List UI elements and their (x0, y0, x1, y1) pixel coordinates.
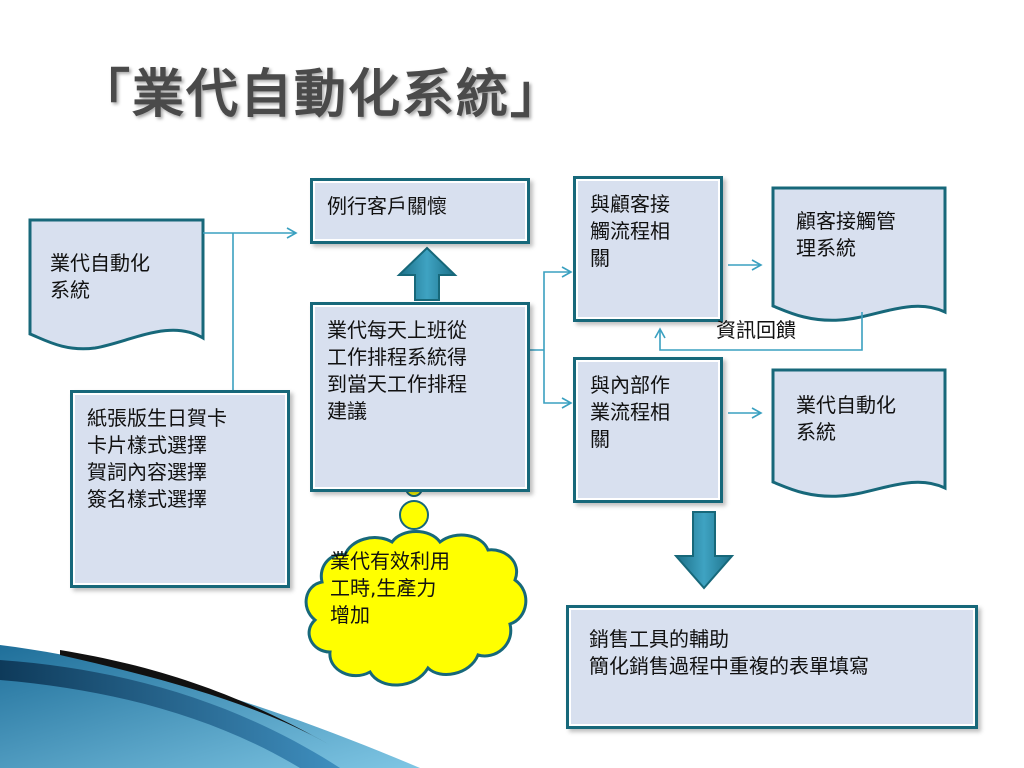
routine-care-box: 例行客戶關懷 (310, 178, 530, 244)
crm-system-shape (771, 186, 947, 322)
arrowhead-contact (561, 266, 573, 278)
arrowhead-target (751, 407, 763, 419)
cloud-note: 業代有效利用 工時,生產力 增加 (330, 549, 450, 627)
feedback-label: 資訊回饋 (716, 318, 796, 342)
block-arrow-down (673, 511, 735, 590)
source-system-shape (28, 218, 205, 351)
target-system-box: 業代自動化 系統 (796, 393, 896, 444)
arrowhead-feedback (654, 327, 666, 339)
target-system-shape (771, 368, 947, 498)
internal-flow-box: 與內部作 業流程相 關 (573, 357, 723, 503)
corner-band-black (60, 650, 330, 745)
arrowhead-internal (561, 397, 573, 409)
daily-schedule-box: 業代每天上班從 工作排程系統得 到當天工作排程 建議 (310, 302, 530, 492)
arrowhead-care (286, 227, 298, 239)
connector-schedule-branch (530, 271, 570, 404)
customer-contact-flow-box: 與顧客接 觸流程相 關 (573, 176, 723, 322)
card-options-box: 紙張版生日賀卡 卡片樣式選擇 賀詞內容選擇 簽名樣式選擇 (70, 390, 290, 588)
arrowhead-crm (751, 259, 763, 271)
source-system-box: 業代自動化 系統 (50, 251, 150, 302)
slide-title: 「業代自動化系統」 (78, 65, 565, 125)
bubble-large (399, 500, 429, 530)
cloud-shape (304, 530, 528, 687)
connectors (203, 227, 863, 419)
connector-feedback (659, 312, 863, 351)
block-arrow-up (396, 246, 458, 301)
crm-system-box: 顧客接觸管 理系統 (796, 209, 896, 260)
corner-decoration (0, 645, 420, 768)
corner-band-dark (0, 660, 340, 768)
sales-tools-box: 銷售工具的輔助 簡化銷售過程中重複的表單填寫 (566, 605, 978, 729)
